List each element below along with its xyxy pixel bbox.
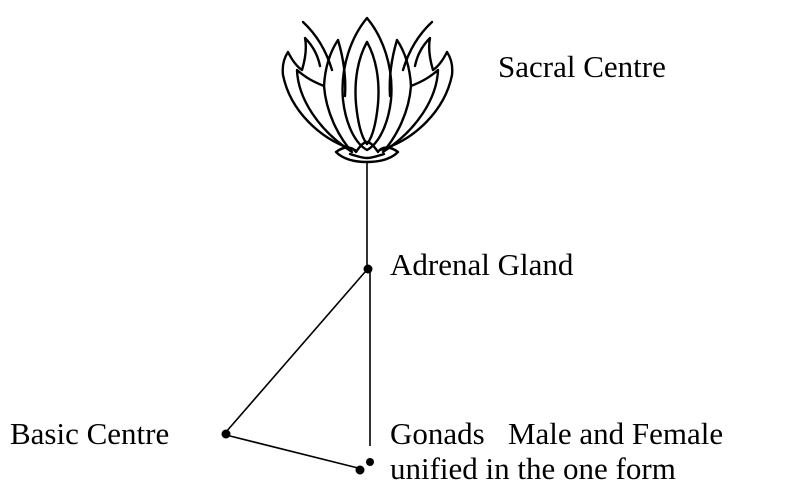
basic-centre-node	[221, 429, 231, 439]
lotus-outer-left-petal	[281, 36, 357, 152]
lotus-flower-icon	[281, 16, 454, 164]
adrenal-to-basic-line	[225, 271, 366, 433]
lotus-outer-right-petal	[378, 36, 454, 152]
gonads-label-line2: unified in the one form	[390, 451, 676, 486]
lotus-central-petal	[341, 16, 393, 152]
adrenal-gland-label: Adrenal Gland	[390, 247, 574, 282]
gonads-node-2	[366, 458, 374, 466]
gonads-label-line1: Gonads Male and Female	[390, 416, 724, 451]
lotus-central-petal-inner-right	[365, 40, 380, 146]
basic-centre-label: Basic Centre	[10, 416, 170, 451]
basic-to-gonads-line	[225, 434, 363, 470]
lotus-side-left-petal-inner	[322, 38, 347, 98]
lotus-side-right-petal	[381, 68, 440, 154]
lotus-base-detail	[348, 152, 386, 160]
lotus-side-left-petal	[295, 68, 354, 154]
sacral-centre-label: Sacral Centre	[498, 49, 666, 84]
lotus-back-right-petal	[401, 20, 434, 72]
adrenal-gland-node	[363, 264, 373, 274]
lotus-central-petal-inner	[354, 40, 369, 146]
lotus-back-left-petal	[301, 20, 334, 72]
gonads-node-1	[355, 465, 365, 475]
lotus-side-right-petal-inner	[388, 38, 413, 98]
